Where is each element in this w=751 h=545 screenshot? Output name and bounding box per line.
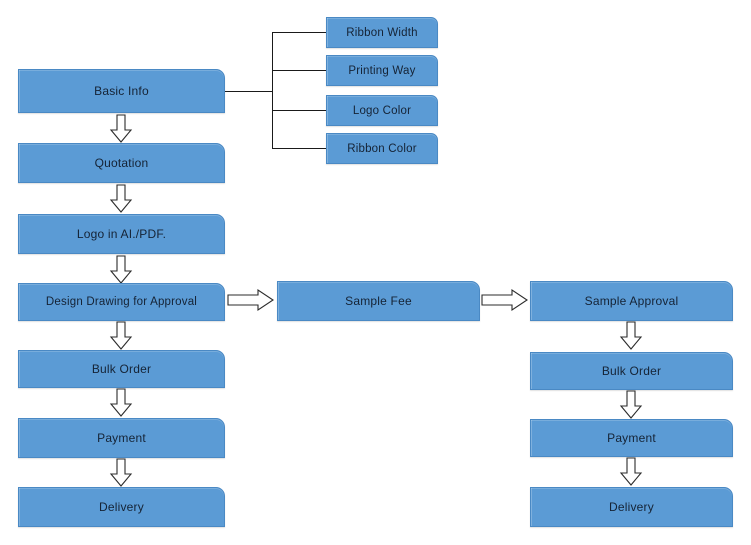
node-sample-fee[interactable]: Sample Fee	[277, 281, 480, 321]
node-delivery-left[interactable]: Delivery	[18, 487, 225, 527]
node-payment-left[interactable]: Payment	[18, 418, 225, 458]
node-ribbon-width[interactable]: Ribbon Width	[326, 17, 438, 48]
tree-branch-logo-color	[272, 110, 326, 111]
tree-branch-ribbon-width	[272, 32, 326, 33]
node-sample-approval[interactable]: Sample Approval	[530, 281, 733, 321]
tree-branch-ribbon-color	[272, 148, 326, 149]
arrow-bulk-order-to-payment-left	[109, 388, 133, 417]
node-bulk-order-right[interactable]: Bulk Order	[530, 352, 733, 390]
node-basic-info[interactable]: Basic Info	[18, 69, 225, 113]
arrow-sample-approval-to-bulk-order	[619, 321, 643, 350]
node-logo-file[interactable]: Logo in AI./PDF.	[18, 214, 225, 254]
node-ribbon-color[interactable]: Ribbon Color	[326, 133, 438, 164]
arrow-payment-to-delivery-left	[109, 458, 133, 487]
arrow-logo-file-to-design-drawing	[109, 255, 133, 284]
arrow-sample-fee-to-sample-approval	[481, 288, 528, 312]
node-delivery-right[interactable]: Delivery	[530, 487, 733, 527]
arrow-design-drawing-to-bulk-order	[109, 321, 133, 350]
node-printing-way[interactable]: Printing Way	[326, 55, 438, 86]
arrow-bulk-order-to-payment-right	[619, 390, 643, 419]
node-design-drawing[interactable]: Design Drawing for Approval	[18, 283, 225, 321]
node-quotation[interactable]: Quotation	[18, 143, 225, 183]
arrow-quotation-to-logo-file	[109, 184, 133, 213]
arrow-basic-info-to-quotation	[109, 114, 133, 143]
tree-trunk-horizontal	[225, 91, 272, 92]
tree-branch-printing-way	[272, 70, 326, 71]
tree-trunk-vertical	[272, 32, 273, 149]
node-bulk-order-left[interactable]: Bulk Order	[18, 350, 225, 388]
arrow-payment-to-delivery-right	[619, 457, 643, 486]
node-payment-right[interactable]: Payment	[530, 419, 733, 457]
arrow-design-drawing-to-sample-fee	[227, 288, 274, 312]
node-logo-color[interactable]: Logo Color	[326, 95, 438, 126]
